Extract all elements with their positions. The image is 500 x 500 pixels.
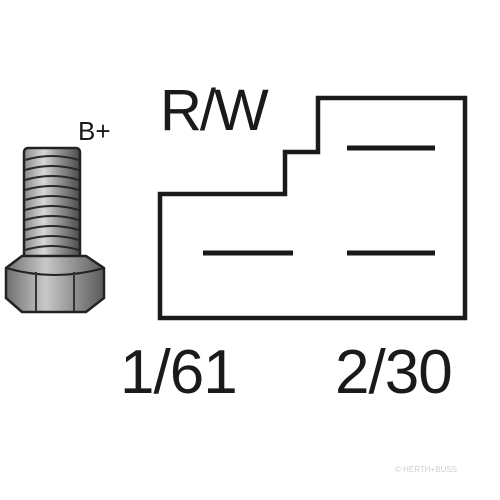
pin-label-1: 1/61 (120, 338, 238, 407)
connector-housing (157, 95, 468, 321)
bolt-icon (4, 146, 106, 314)
connector-label: R/W (160, 78, 269, 143)
b-plus-label: B+ (78, 116, 111, 146)
watermark: © HERTH+BUSS (395, 465, 457, 474)
pin-label-2: 2/30 (335, 338, 453, 407)
